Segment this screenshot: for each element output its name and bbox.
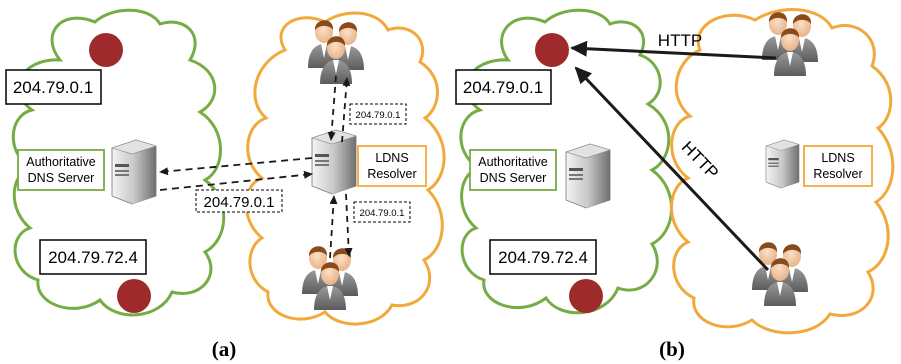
server-dot-top-a — [89, 33, 123, 67]
user-group-icon — [308, 20, 364, 84]
server-dot-bottom-a — [117, 279, 151, 313]
auth-dns-label-1-b: Authoritative — [478, 155, 548, 169]
user-group-icon — [752, 242, 808, 306]
reply-arrow-to-ldns-a — [159, 170, 313, 191]
ldns-label-1-b: LDNS — [821, 151, 854, 165]
http-arrow-diagonal-b — [574, 66, 770, 272]
http-label-top-b: HTTP — [658, 31, 702, 50]
reply-arrow-bottom-users-a — [344, 193, 353, 257]
http-arrow-top-b — [570, 40, 777, 60]
auth-dns-label-2-a: DNS Server — [28, 171, 95, 185]
reply-ip-top-a: 204.79.0.1 — [356, 110, 401, 121]
auth-dns-label-1-a: Authoritative — [26, 155, 96, 169]
server-icon — [565, 143, 611, 209]
caption-a: (a) — [212, 337, 237, 361]
reply-ip-mid-a: 204.79.0.1 — [204, 194, 275, 211]
server-icon — [111, 139, 157, 205]
server-icon — [311, 129, 357, 195]
ip-label-bottom-a: 204.79.72.4 — [48, 248, 138, 267]
query-arrow-to-auth-a — [159, 157, 313, 176]
ldns-label-1-a: LDNS — [375, 151, 408, 165]
query-arrow-bottom-users-a — [329, 195, 338, 259]
server-dot-top-b — [535, 33, 569, 67]
auth-dns-label-2-b: DNS Server — [480, 171, 547, 185]
ip-label-top-a: 204.79.0.1 — [13, 78, 93, 97]
server-icon — [765, 139, 800, 189]
ldns-label-2-b: Resolver — [813, 167, 862, 181]
ip-label-top-b: 204.79.0.1 — [463, 78, 543, 97]
caption-b: (b) — [659, 337, 685, 361]
user-group-icon — [762, 12, 818, 76]
reply-ip-bottom-a: 204.79.0.1 — [360, 208, 405, 219]
ip-label-bottom-b: 204.79.72.4 — [498, 248, 588, 267]
ldns-label-2-a: Resolver — [367, 167, 416, 181]
server-dot-bottom-b — [569, 279, 603, 313]
